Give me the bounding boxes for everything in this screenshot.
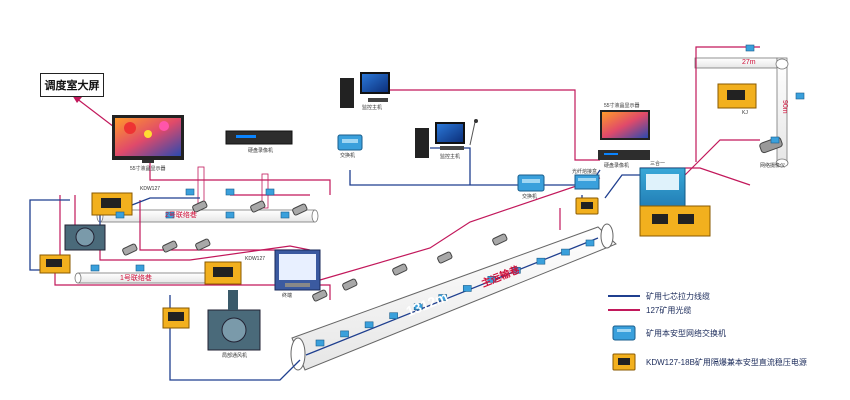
camera-icon (195, 238, 211, 251)
switch-node-icon (364, 321, 374, 329)
switch-node-icon (745, 44, 755, 52)
right-nvr-label: 硬盘录像机 (604, 163, 630, 169)
camera-icon (392, 263, 408, 276)
fan-left-icon (64, 224, 106, 251)
power-box-mid-icon (575, 197, 599, 215)
power-box-mid-left-icon (204, 261, 242, 285)
camera-icon (292, 203, 308, 216)
fiber-box-label: 光纤熔接盒 (572, 169, 598, 175)
switch-node-icon (225, 188, 235, 196)
switch-node-icon (389, 312, 398, 320)
camera-icon (122, 243, 138, 256)
switch-node-icon (536, 257, 546, 265)
kj-mid-label: KDW127 (245, 256, 266, 262)
power-box-left2-icon (39, 254, 71, 274)
right-tunnel (694, 57, 789, 168)
legend-switch-label: 矿用本安型网络交换机 (646, 329, 726, 338)
nvr-label: 硬盘录像机 (248, 148, 274, 154)
legend-pink-label: 127矿用光缆 (646, 306, 692, 315)
camera-icon (250, 200, 266, 213)
camera-icon (312, 289, 328, 302)
right-tunnel-length-label: 27m (742, 59, 756, 66)
switch-node-icon (561, 248, 570, 256)
left-tunnel-label-1: 2号联络巷 (165, 212, 197, 219)
switch-mid-label: 交换机 (522, 194, 538, 200)
switch-top-icon (337, 134, 363, 151)
fiber-box-icon (574, 174, 600, 190)
cabinet-icon (639, 167, 711, 237)
switch-node-icon (438, 294, 448, 301)
switch-node-icon (135, 264, 145, 272)
switch-node-icon (770, 136, 780, 144)
switch-node-icon (795, 92, 805, 100)
legend-power-icon (612, 353, 636, 371)
switch-node-icon (315, 339, 325, 347)
tv-label: 55寸液晶显示器 (130, 166, 166, 172)
camera-icon (342, 278, 358, 291)
camera-icon (162, 240, 178, 253)
power-box-left-icon (91, 192, 133, 216)
switch-node-icon (265, 188, 275, 196)
right-monitor-label: 55寸液晶显示器 (604, 103, 640, 109)
terminal-label: 终端 (282, 293, 293, 299)
switch-node-icon (487, 276, 497, 283)
camera-right-label: 网络摄像仪 (760, 163, 786, 169)
big-screen-title: 调度室大屏 (40, 73, 104, 97)
switch-node-icon (115, 211, 125, 219)
switch-node-icon (585, 239, 595, 247)
kj-left-label: KDW127 (140, 186, 161, 192)
nvr-icon (225, 130, 293, 145)
left-tunnel-label-2: 1号联络巷 (120, 275, 152, 282)
legend-blue-label: 矿用七芯拉力线缆 (646, 292, 710, 301)
cabinet-label: 三合一 (650, 161, 666, 167)
switch-node-icon (340, 330, 349, 338)
fan-label: 局部通风机 (222, 353, 248, 359)
right-monitor-icon (598, 110, 650, 160)
arrow-icon (72, 95, 119, 131)
terminal-icon (274, 249, 321, 291)
right-tunnel-length-label-2: 90m (781, 100, 788, 114)
switch-top-label: 交换机 (340, 153, 356, 159)
kj-right-label: KJ (742, 110, 748, 116)
camera-icon (437, 251, 453, 264)
fan-bottom-icon (207, 290, 261, 351)
pc-mid-icon (415, 119, 478, 158)
switch-node-icon (280, 211, 290, 219)
pc-mid-label: 监控主机 (440, 154, 461, 160)
switch-node-icon (462, 285, 472, 292)
legend-power-label: KDW127-18B矿用隔爆兼本安型直流稳压电源 (646, 358, 807, 367)
switch-node-icon (225, 211, 235, 219)
power-box-bottom-icon (162, 307, 190, 329)
camera-icon (492, 233, 508, 246)
pc-top-label: 监控主机 (362, 105, 383, 111)
power-box-right-icon (717, 83, 757, 109)
legend-switch-icon (612, 325, 636, 341)
tv-monitor-icon (112, 115, 184, 163)
camera-icon (192, 200, 208, 213)
switch-node-icon (413, 303, 423, 310)
switch-node-icon (165, 211, 175, 219)
switch-node-icon (185, 188, 195, 196)
pc-top-icon (340, 72, 390, 108)
switch-node-icon (90, 264, 100, 272)
switch-mid-icon (517, 174, 545, 192)
switch-node-icon (512, 266, 521, 274)
